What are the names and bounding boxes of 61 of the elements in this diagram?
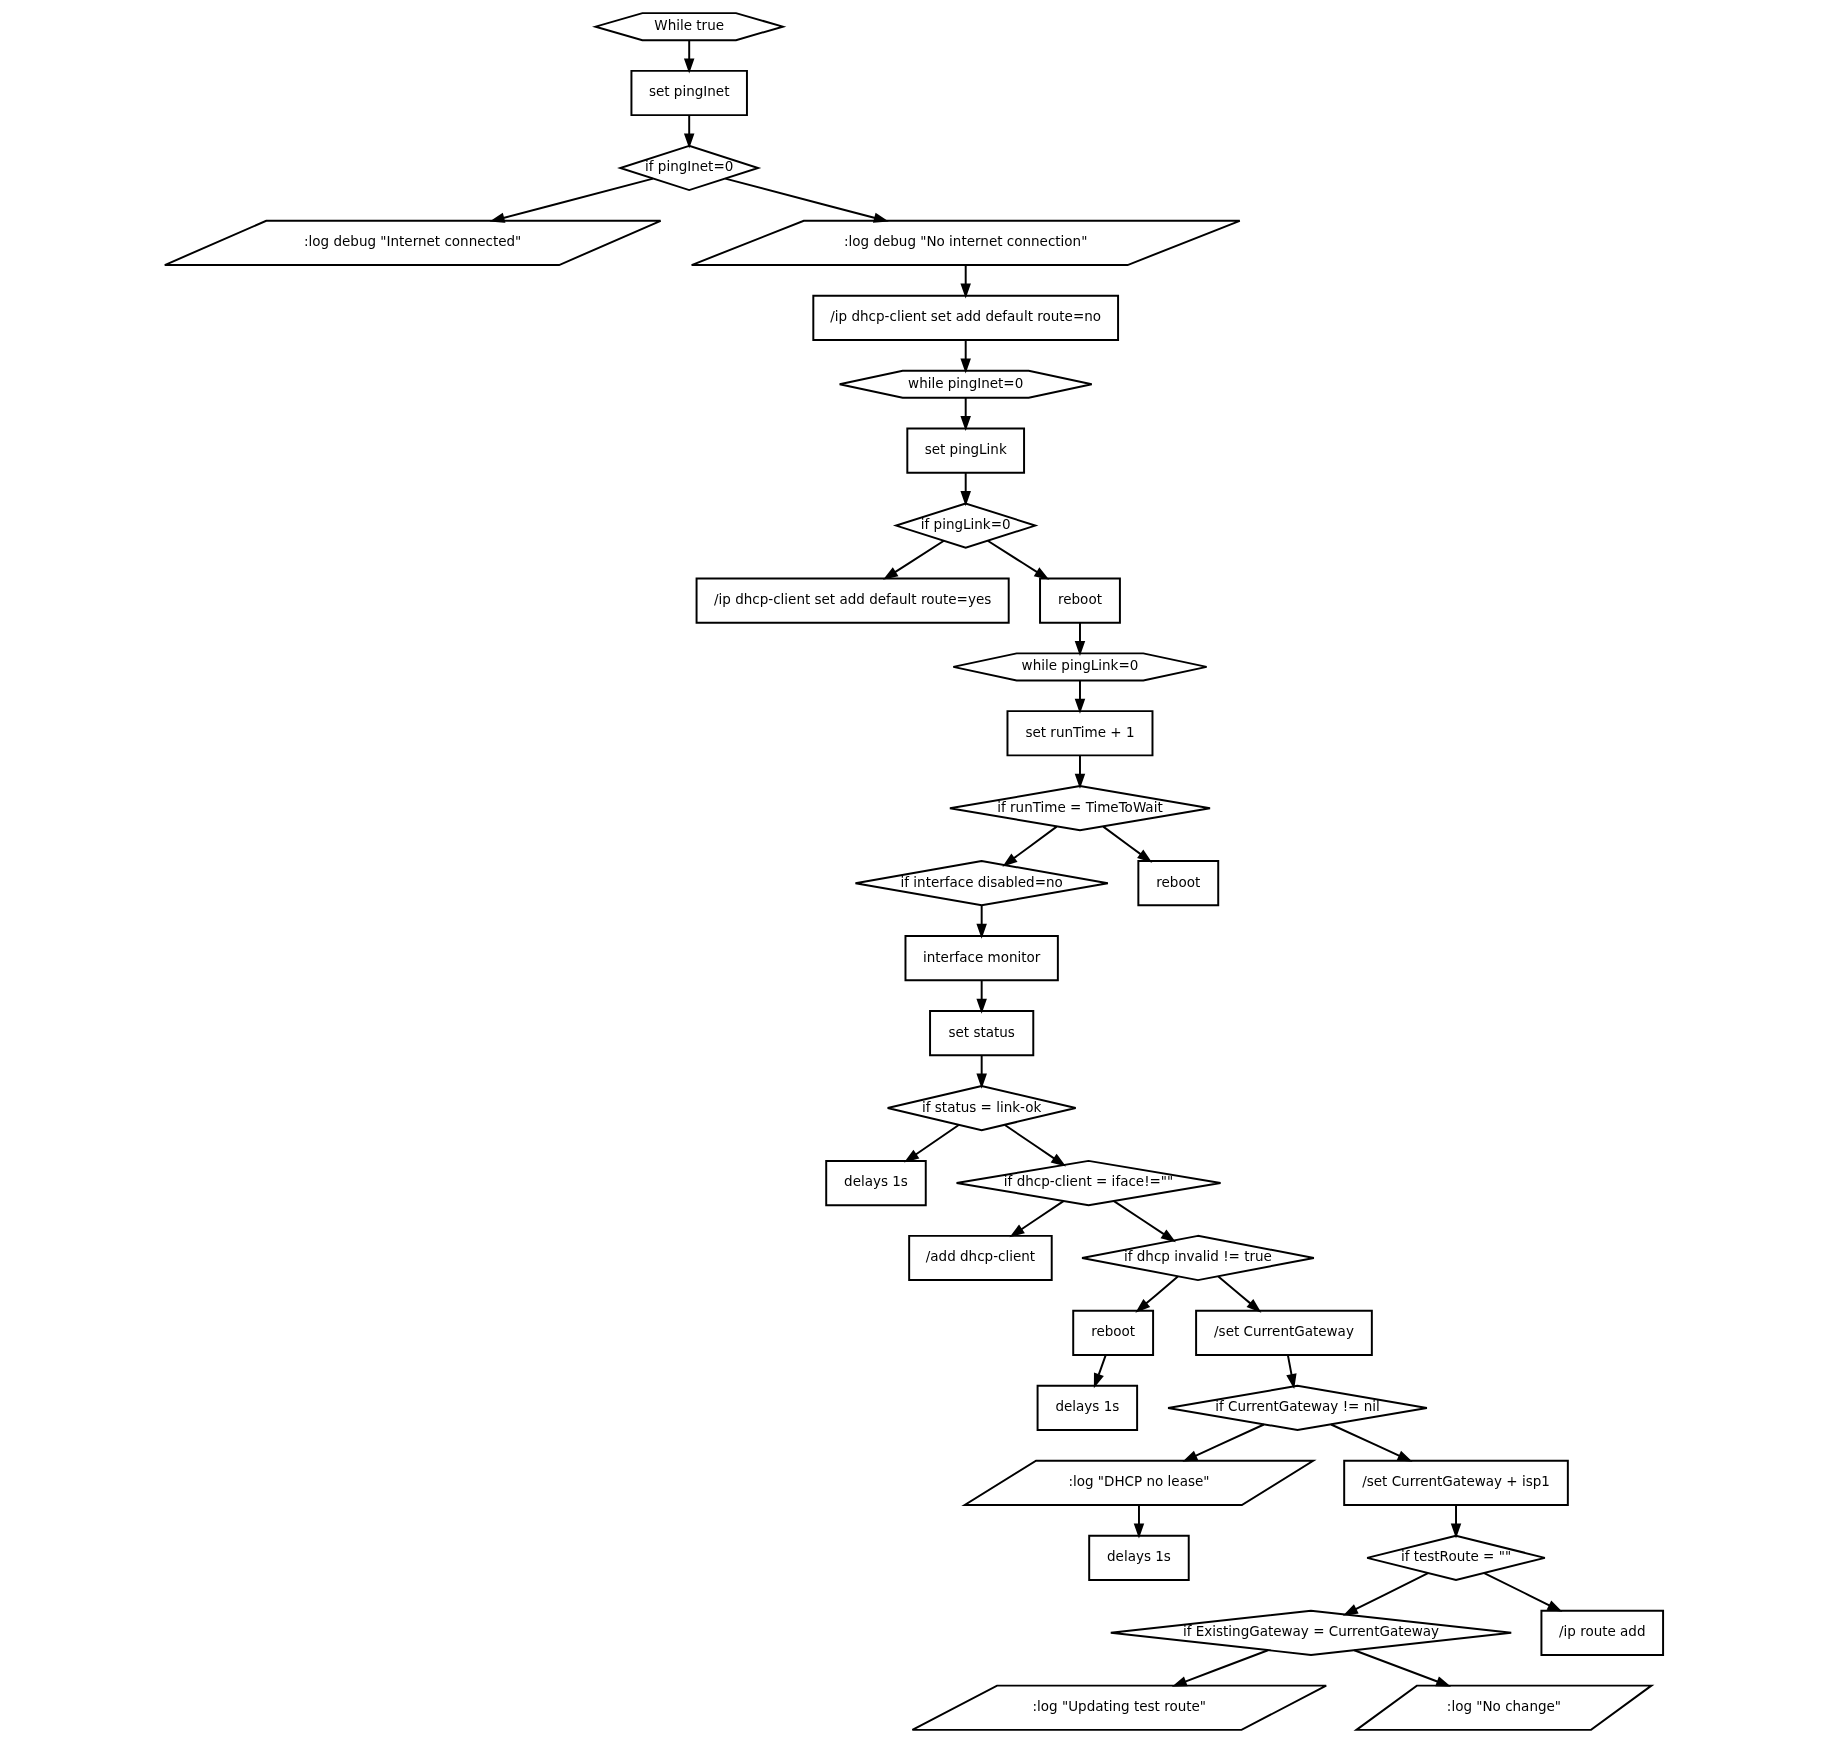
arrow bbox=[723, 177, 889, 223]
arrow bbox=[959, 471, 971, 507]
node-box: reboot bbox=[1136, 860, 1219, 907]
node-diamond: if CurrentGateway != nil bbox=[1166, 1384, 1428, 1432]
arrow bbox=[1074, 754, 1085, 789]
node-box: set pingLink bbox=[905, 427, 1025, 474]
node-box: delays 1s bbox=[1087, 1534, 1190, 1581]
arrow bbox=[1181, 1423, 1265, 1462]
arrow bbox=[975, 979, 987, 1014]
arrow bbox=[683, 114, 694, 149]
arrow bbox=[959, 339, 971, 374]
arrow bbox=[1329, 1423, 1412, 1462]
arrow bbox=[1482, 1572, 1562, 1612]
node-diamond: if status = link-ok bbox=[886, 1084, 1077, 1132]
node-box: /add dhcp-client bbox=[907, 1234, 1053, 1282]
node-box: /ip route add bbox=[1539, 1609, 1664, 1656]
node-diamond: if pingLink=0 bbox=[892, 502, 1038, 549]
node-box: delays 1s bbox=[824, 1159, 927, 1207]
arrow bbox=[975, 1054, 987, 1089]
arrow bbox=[1285, 1354, 1297, 1389]
node-box: /ip dhcp-client set add default route=yes bbox=[695, 577, 1010, 624]
arrow bbox=[1101, 825, 1152, 863]
node-box: set status bbox=[928, 1010, 1034, 1057]
arrow bbox=[1003, 1124, 1066, 1167]
node-box: /ip dhcp-client set add default route=no bbox=[811, 294, 1119, 341]
arrow bbox=[489, 177, 654, 223]
arrow bbox=[1133, 1504, 1144, 1539]
arrow bbox=[1001, 825, 1058, 867]
arrow bbox=[683, 39, 694, 74]
node-diamond: if testRoute = "" bbox=[1365, 1534, 1546, 1581]
arrow bbox=[1134, 1275, 1179, 1313]
node-diamond: if ExistingGateway = CurrentGateway bbox=[1109, 1609, 1512, 1656]
node-box: /set CurrentGateway + isp1 bbox=[1342, 1459, 1569, 1506]
arrow bbox=[1352, 1649, 1451, 1687]
arrow bbox=[1074, 621, 1085, 657]
arrow bbox=[1009, 1200, 1064, 1238]
arrow bbox=[959, 264, 971, 299]
arrow bbox=[1112, 1200, 1176, 1243]
arrow bbox=[882, 539, 945, 580]
arrow bbox=[1171, 1649, 1269, 1687]
node-diamond: if pingInet=0 bbox=[616, 144, 761, 192]
arrow bbox=[959, 396, 971, 431]
node-box: reboot bbox=[1038, 577, 1121, 624]
node-diamond: if runTime = TimeToWait bbox=[948, 785, 1211, 832]
node-box: interface monitor bbox=[904, 935, 1059, 982]
arrow bbox=[1450, 1504, 1461, 1539]
node-box: set runTime + 1 bbox=[1006, 710, 1153, 757]
node-diamond: if dhcp-client = iface!="" bbox=[955, 1159, 1222, 1207]
arrow bbox=[1342, 1572, 1429, 1616]
arrow bbox=[1093, 1354, 1107, 1389]
node-box: reboot bbox=[1071, 1309, 1154, 1357]
arrow bbox=[1216, 1275, 1261, 1313]
node-box: delays 1s bbox=[1036, 1384, 1138, 1431]
arrow bbox=[903, 1124, 960, 1163]
arrow bbox=[986, 539, 1049, 580]
node-diamond: if dhcp invalid != true bbox=[1080, 1234, 1315, 1282]
node-box: /set CurrentGateway bbox=[1194, 1309, 1373, 1357]
arrow bbox=[975, 904, 987, 939]
node-box: set pingInet bbox=[629, 69, 748, 117]
node-diamond: if interface disabled=no bbox=[853, 860, 1109, 907]
arrow bbox=[1074, 679, 1085, 714]
